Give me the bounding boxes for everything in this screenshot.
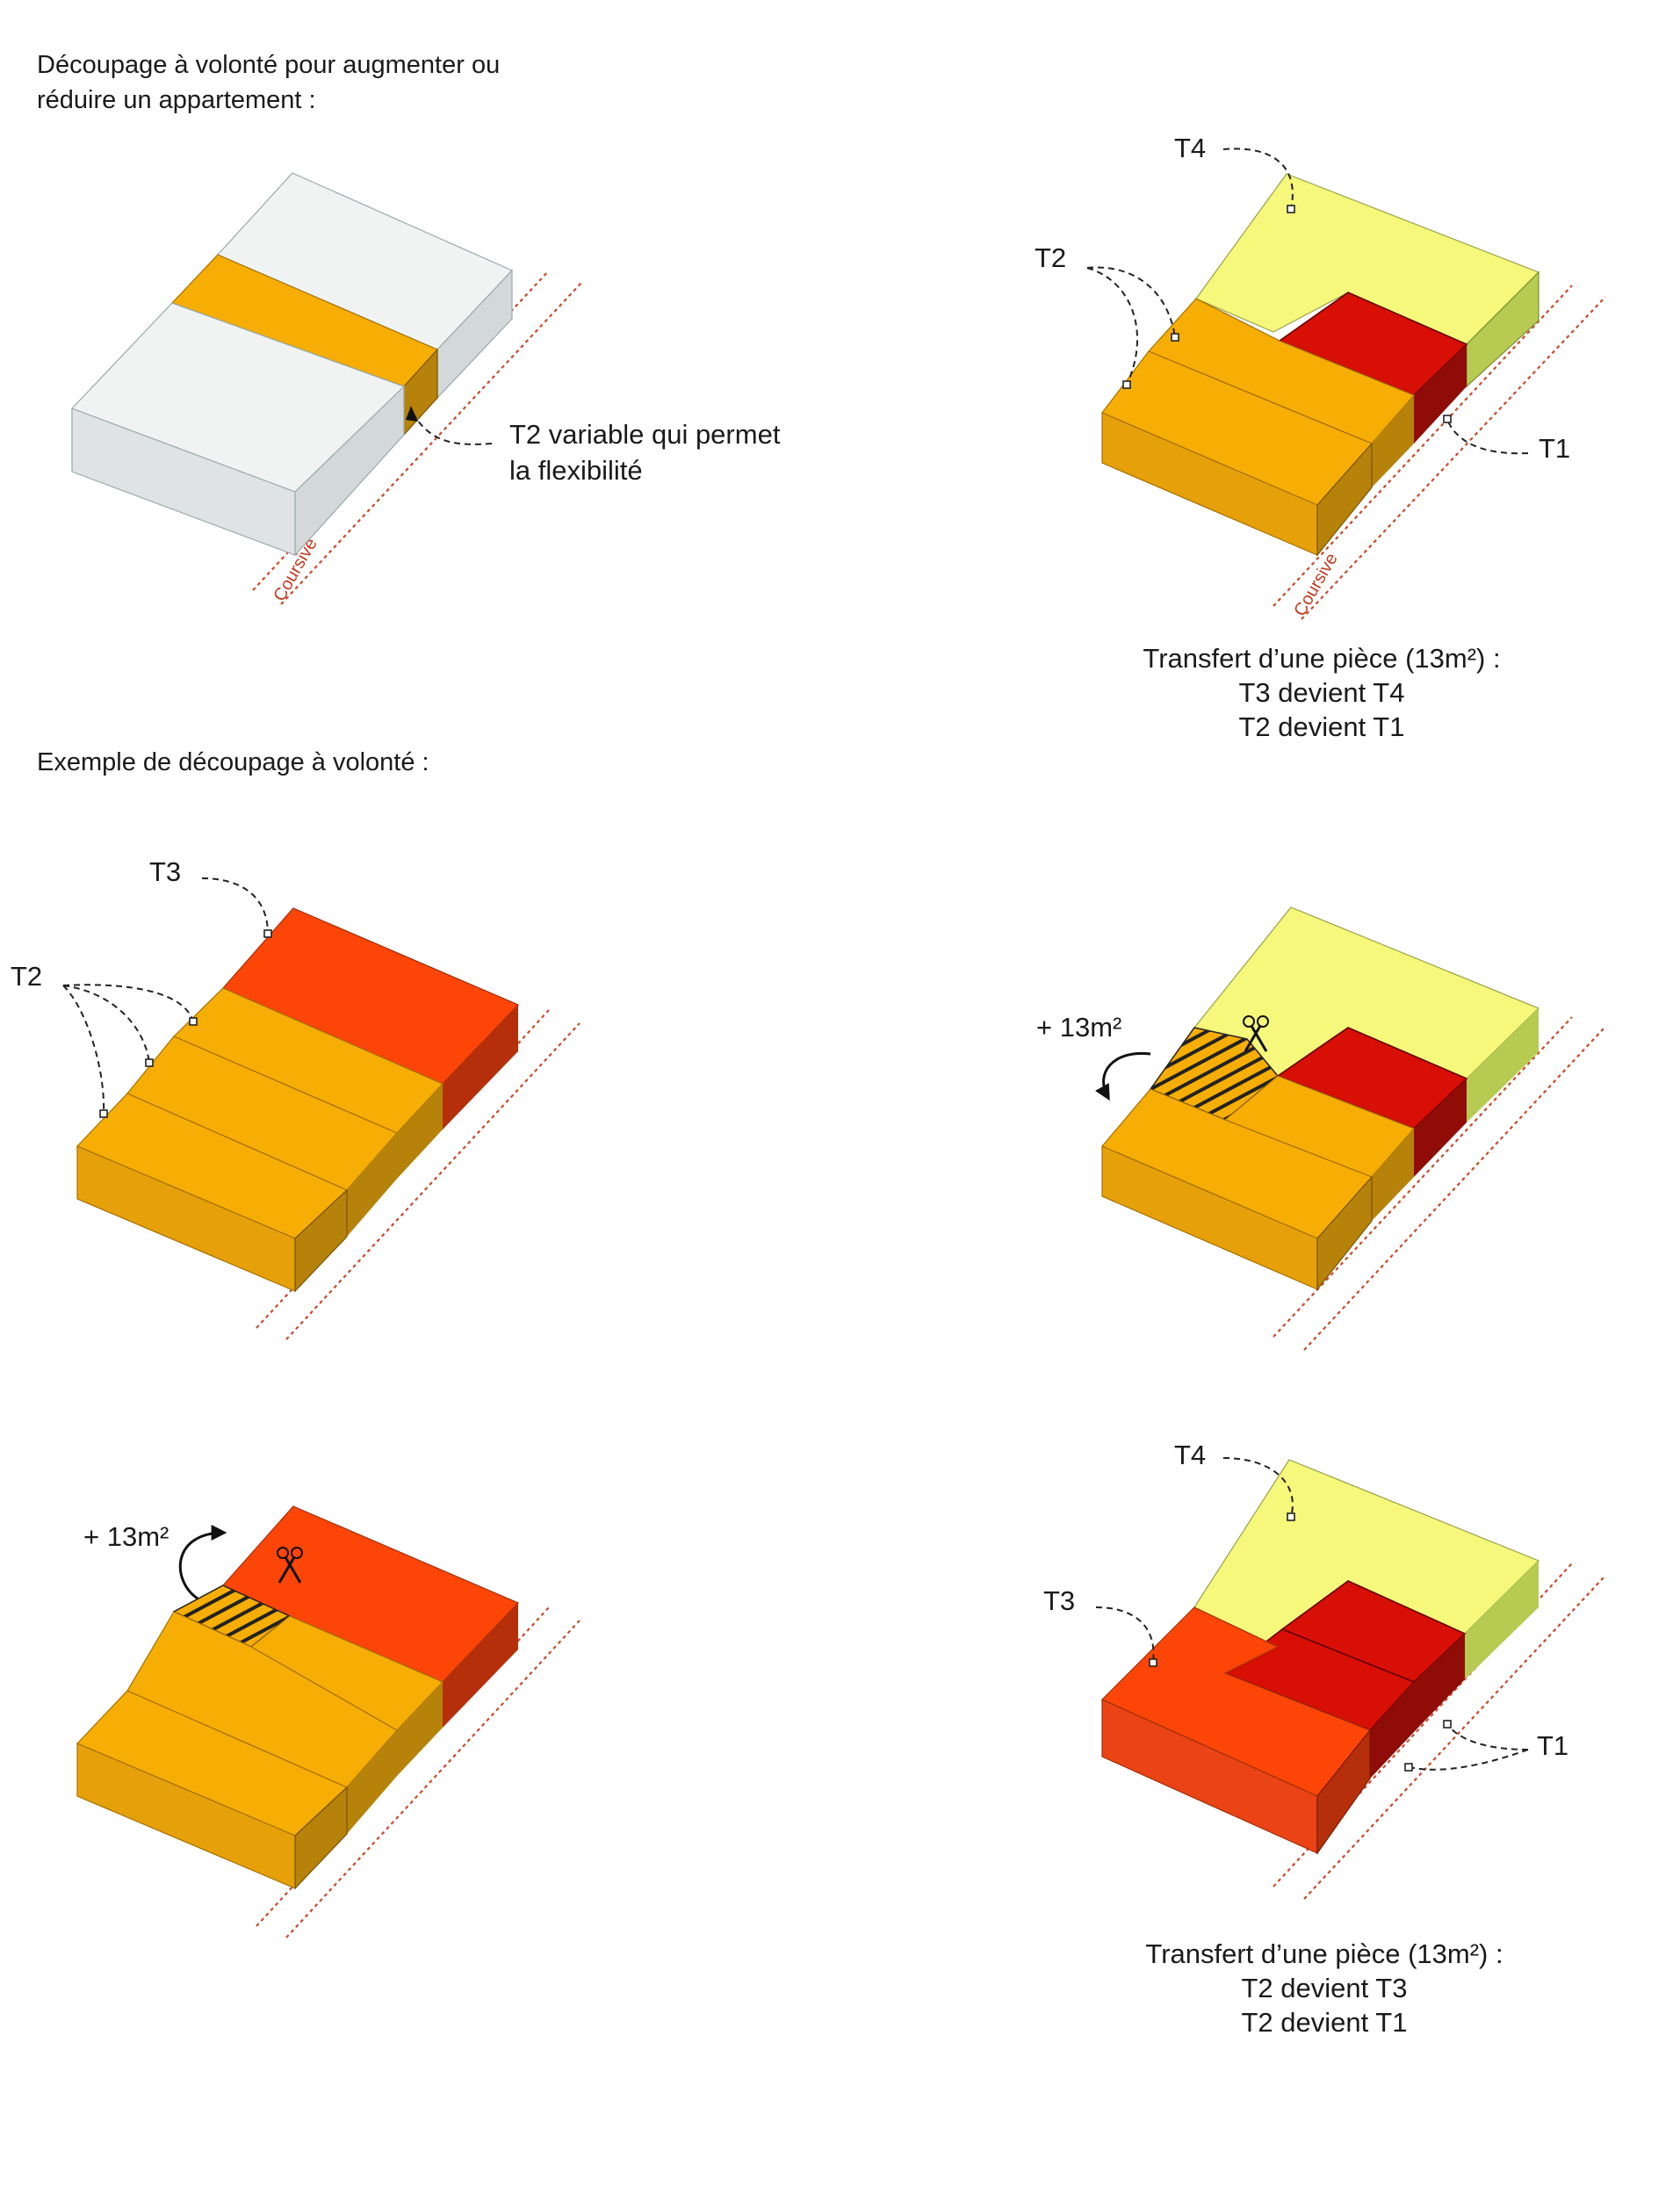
leader-t1 [1446, 1723, 1529, 1750]
panel-4: + 13m² [1036, 906, 1605, 1351]
white-apartment-block [70, 302, 406, 557]
coursive-line [1303, 1027, 1605, 1351]
panel-1: Découpage à volonté pour augmenter ou ré… [37, 51, 781, 605]
leader-t4 [1222, 1457, 1294, 1518]
panel-6: T4 T3 T1 Transfert d’une pièce (13m²) : … [1043, 1440, 1605, 2038]
caption-line-1: Transfert d’une pièce (13m²) : [1145, 1938, 1503, 1969]
coursive-line [285, 1620, 580, 1938]
caption-line-1: Découpage à volonté pour augmenter ou [37, 51, 500, 79]
label-t4: T4 [1174, 133, 1206, 163]
t2-block [1147, 298, 1416, 487]
anchor-marker [1404, 1763, 1413, 1772]
caption-line-2: réduire un appartement : [37, 86, 316, 114]
coursive-line [1273, 285, 1573, 607]
t2-block [1101, 350, 1374, 557]
leader-t3 [1095, 1606, 1155, 1664]
coursive-label: Coursive [1290, 550, 1342, 619]
anchor-marker [1122, 380, 1131, 389]
leader-t3 [201, 877, 269, 935]
caption: Exemple de découpage à volonté : [37, 748, 429, 776]
anchor-marker [1443, 1720, 1452, 1729]
leader-t1 [1409, 1749, 1529, 1771]
label-t2: T2 [11, 961, 42, 992]
label-area: + 13m² [83, 1521, 169, 1552]
t2-block [76, 1690, 349, 1890]
anchor-marker [1443, 415, 1452, 423]
scissors-icon [277, 1547, 303, 1584]
anchor-marker [189, 1017, 198, 1026]
label-t1: T1 [1539, 433, 1570, 464]
t4-block [1195, 173, 1540, 388]
coursive-line [285, 1022, 580, 1340]
coursive-line [1273, 1016, 1573, 1338]
transfer-arrow [1095, 1051, 1151, 1101]
leader-t2 [62, 985, 150, 1064]
anchor-marker [1287, 205, 1295, 213]
coursive-line [280, 282, 582, 605]
leader-t4 [1222, 148, 1294, 210]
leader-t2 [62, 985, 105, 1115]
label-area: + 13m² [1036, 1012, 1121, 1043]
caption-line-2: T3 devient T4 [1239, 677, 1405, 708]
panel-2: Coursive T4 T2 T1 [1035, 133, 1606, 742]
caption-line-3: T2 devient T1 [1239, 711, 1405, 742]
annotation-line-2: la flexibilité [509, 455, 643, 486]
anchor-marker [1171, 333, 1179, 342]
caption-line-2: T2 devient T3 [1242, 1973, 1408, 2003]
label-t3: T3 [1043, 1585, 1075, 1616]
t2-block [126, 1611, 398, 1834]
anchor-marker [1287, 1512, 1295, 1521]
caption-line-3: T2 devient T1 [1242, 2007, 1408, 2038]
leader-t2 [1086, 266, 1176, 338]
t3-block [1100, 1606, 1371, 1855]
transfer-arrow [178, 1525, 227, 1600]
annotation-leader [412, 412, 493, 445]
anchor-marker [263, 929, 272, 938]
label-t2: T2 [1035, 242, 1066, 273]
annotation-line-1: T2 variable qui permet [509, 419, 781, 450]
label-t3: T3 [149, 856, 181, 887]
coursive-line [1303, 1576, 1605, 1900]
label-t4: T4 [1174, 1440, 1206, 1470]
arrow-icon [406, 406, 418, 422]
leader-t1 [1446, 419, 1529, 455]
anchor-marker [99, 1109, 108, 1118]
caption-line-1: Transfert d’une pièce (13m²) : [1143, 643, 1500, 674]
anchor-marker [1149, 1658, 1157, 1667]
panel-5: + 13m² [76, 1505, 580, 1938]
anchor-marker [145, 1058, 154, 1067]
panel-3: Exemple de découpage à volonté : T3 T2 [11, 748, 580, 1340]
scissors-icon [1243, 1015, 1269, 1052]
leader-t2 [62, 984, 194, 1022]
label-t1: T1 [1537, 1730, 1568, 1761]
leader-t2 [1086, 267, 1138, 386]
t2-block [1101, 1088, 1374, 1291]
t2-block [76, 1093, 349, 1293]
